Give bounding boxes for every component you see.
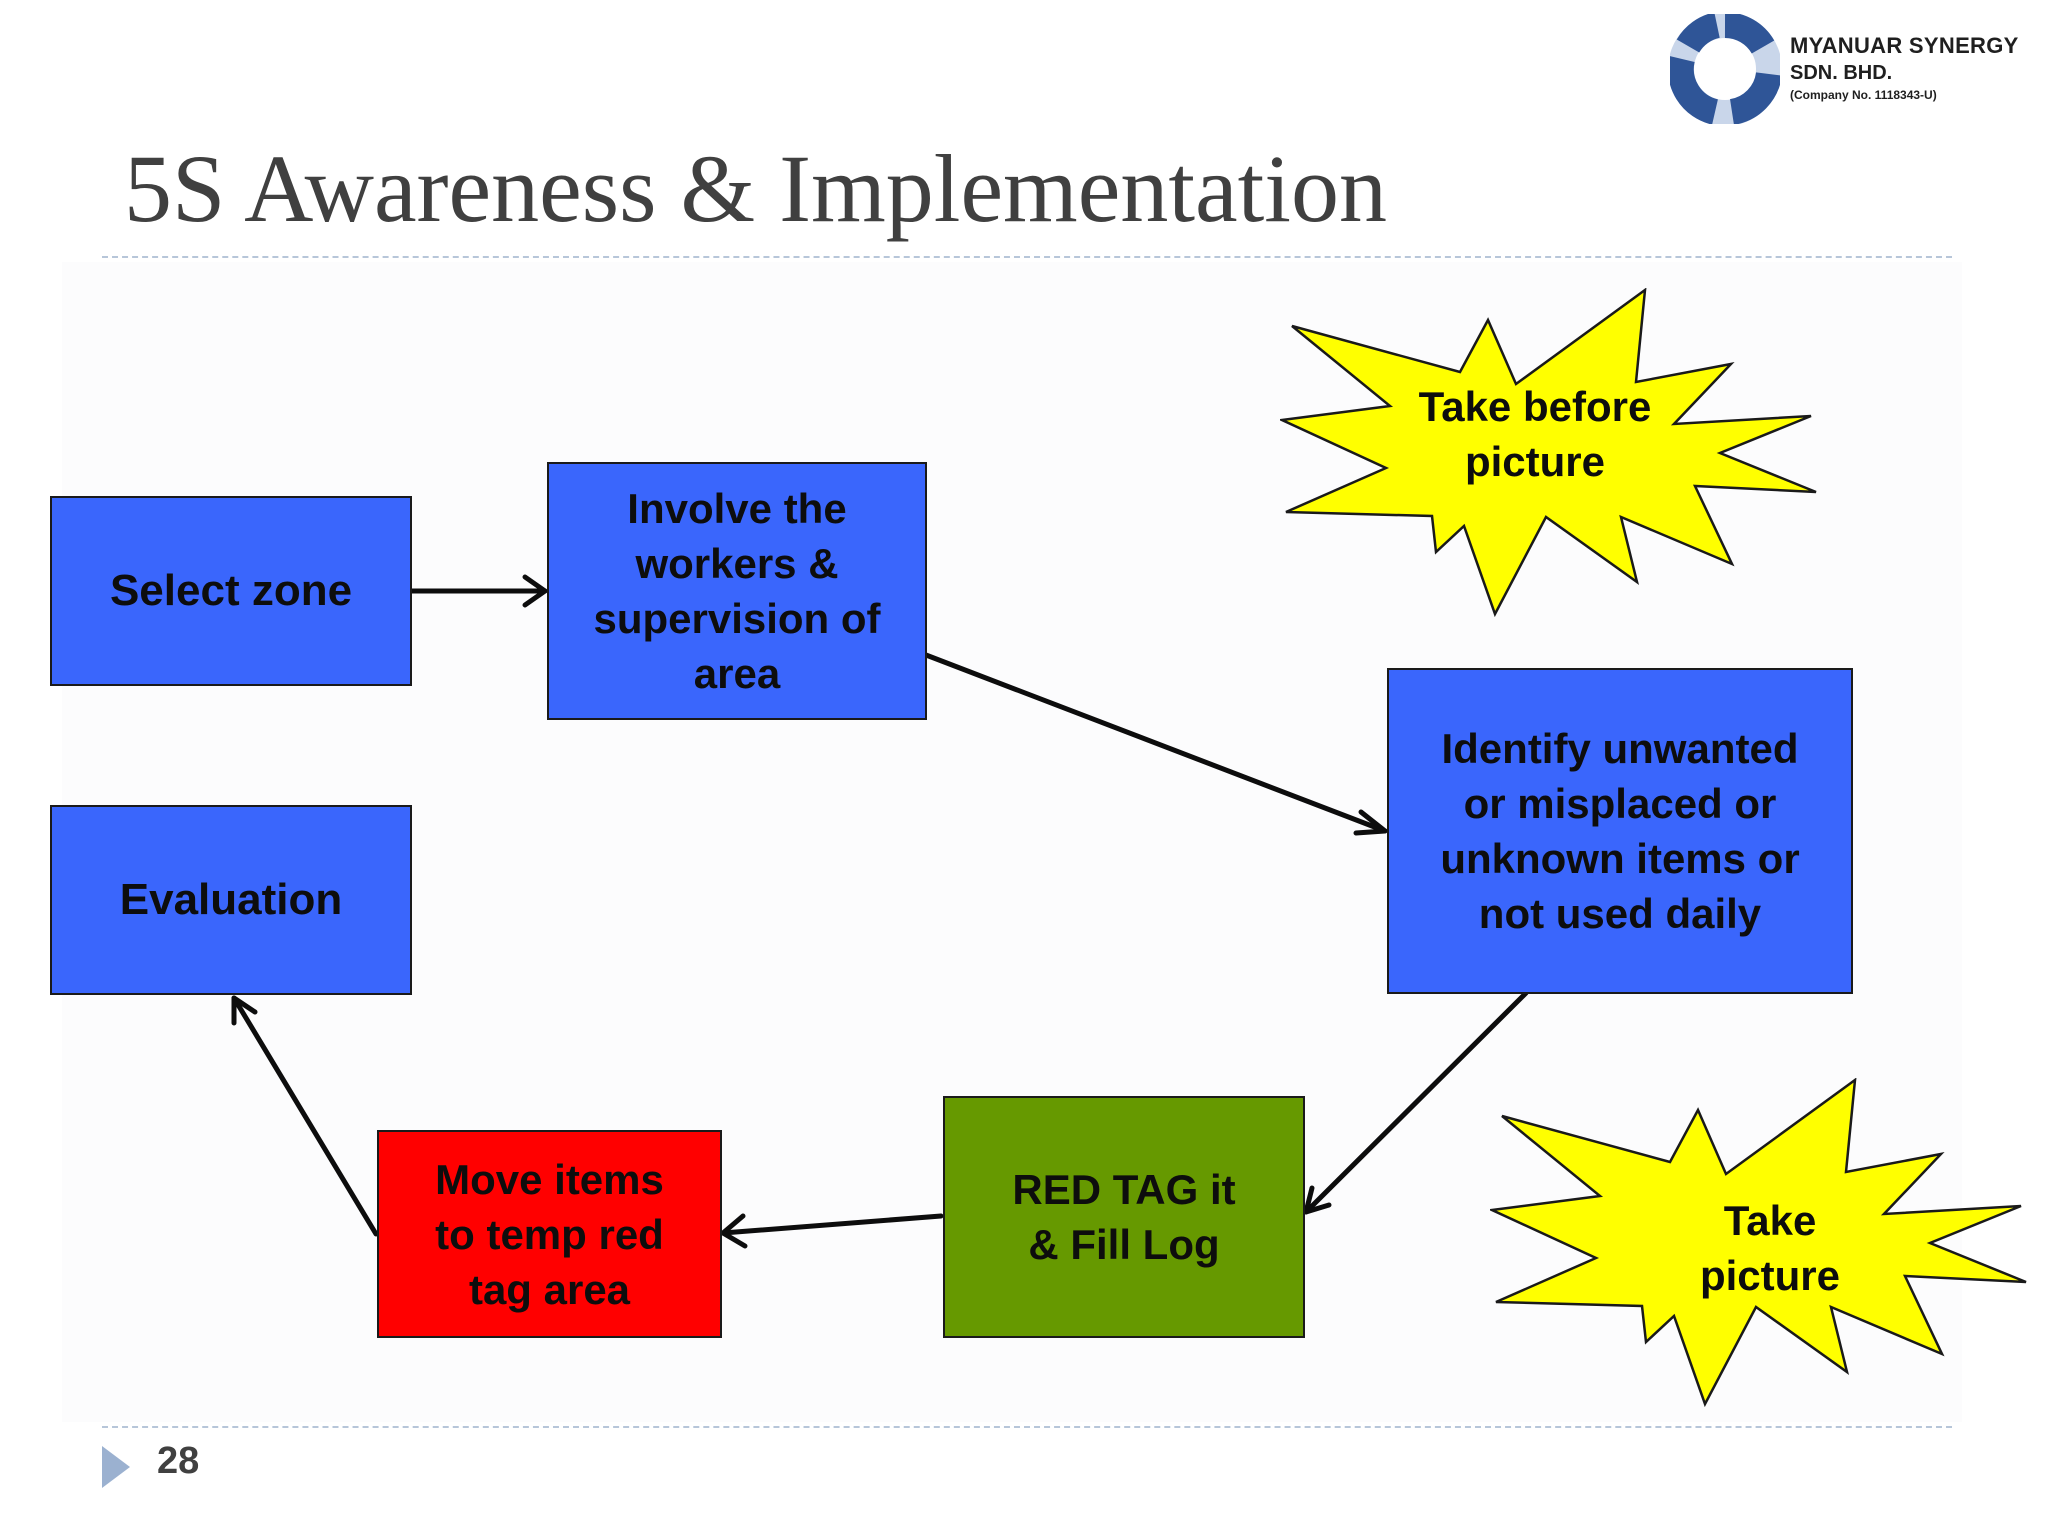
step-identify-line-1: Identify unwanted [1441,725,1799,772]
step-red-tag-line-2: & Fill Log [1028,1221,1220,1268]
step-identify-line-2: or misplaced or [1463,780,1777,827]
starburst-shape [1277,287,1817,618]
step-involve-line-1: Involve the [627,485,847,532]
step-identify-line-3: unknown items or [1440,835,1800,882]
footer-triangle-icon [102,1446,130,1488]
step-red-tag-line-1: RED TAG it [1012,1166,1236,1213]
step-involve-line-3: supervision of [593,595,881,642]
callout-take-before-picture: Take before picture [1277,287,1820,620]
arrow-involve-to-identify [923,652,1388,836]
step-involve-line-4: area [693,650,781,697]
logo-company-number: (Company No. 1118343-U) [1790,88,1937,102]
logo-ring-icon [1670,14,1780,124]
logo-company-suffix: SDN. BHD. [1790,62,1893,84]
callout-after-line-1: Take [1723,1197,1817,1244]
step-move-line-2: to temp red [435,1210,664,1258]
step-move-line-1: Move items [435,1155,664,1203]
page-number: 28 [157,1440,200,1482]
title-divider [102,256,1952,258]
step-evaluation: Evaluation [50,805,412,995]
step-identify-items: Identify unwanted or misplaced or unknow… [1387,668,1853,994]
callout-after-line-2: picture [1699,1252,1841,1299]
step-move-line-3: tag area [468,1265,631,1313]
callout-before-line-1: Take before [1418,383,1652,430]
step-involve-line-2: workers & [635,540,839,587]
callout-take-picture: Take picture [1487,1077,2030,1410]
arrow-select-to-involve [409,574,548,608]
step-select-zone-label: Select zone [109,566,353,615]
step-move-items: Move items to temp red tag area [377,1130,722,1338]
step-red-tag: RED TAG it & Fill Log [943,1096,1305,1338]
logo-company-name: MYANUAR SYNERGY [1790,33,2019,58]
step-involve-workers: Involve the workers & supervision of are… [547,462,927,720]
callout-before-line-2: picture [1464,438,1605,485]
step-evaluation-label: Evaluation [119,875,343,924]
step-select-zone: Select zone [50,496,412,686]
starburst-shape [1487,1077,2027,1408]
footer-divider [102,1426,1952,1428]
arrow-redtag-to-move [720,1213,944,1249]
step-identify-line-4: not used daily [1478,890,1762,937]
arrow-move-to-evaluation [231,995,379,1237]
arrow-identify-to-redtag [1303,990,1529,1215]
company-logo: MYANUAR SYNERGY SDN. BHD. (Company No. 1… [1670,14,2040,126]
slide-title: 5S Awareness & Implementation [124,135,1387,242]
